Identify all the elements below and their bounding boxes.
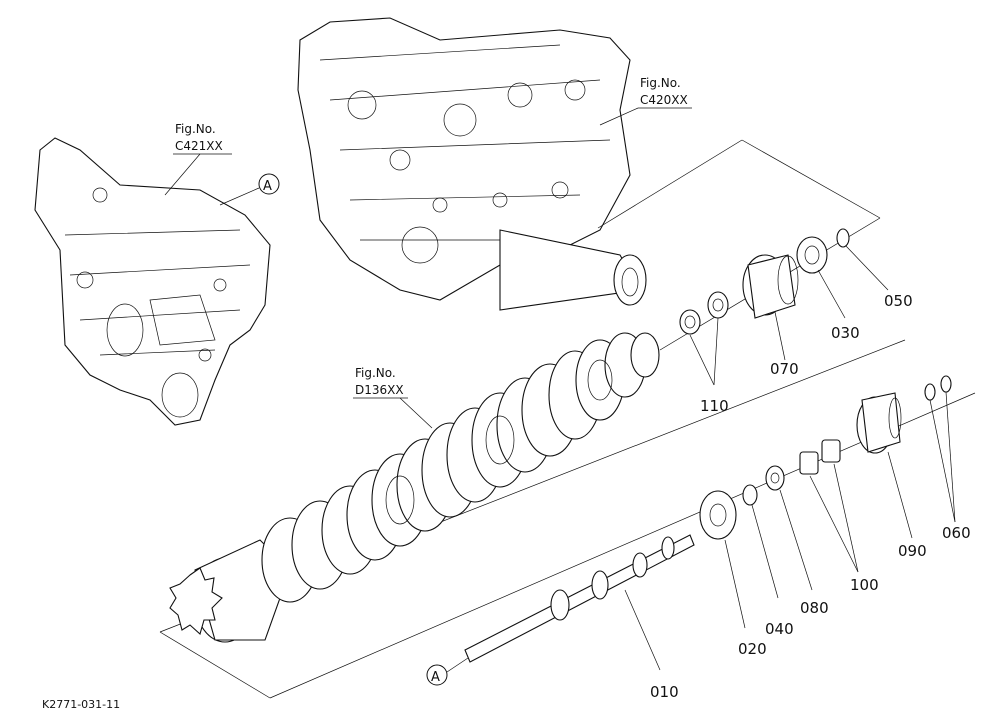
label-050: 050 xyxy=(884,292,913,310)
svg-text:A: A xyxy=(263,179,272,194)
svg-text:C421XX: C421XX xyxy=(175,139,223,153)
fig-ref-c421: Fig.No. C421XX xyxy=(164,122,232,196)
part-040-ring xyxy=(742,484,779,599)
label-020: 020 xyxy=(738,640,767,658)
svg-text:C420XX: C420XX xyxy=(640,93,688,107)
label-030: 030 xyxy=(831,324,860,342)
svg-text:Fig.No.: Fig.No. xyxy=(175,122,216,136)
part-100-needle-bearings xyxy=(799,439,859,573)
label-100: 100 xyxy=(850,576,879,594)
svg-text:D136XX: D136XX xyxy=(355,383,404,397)
svg-text:Fig.No.: Fig.No. xyxy=(355,366,396,380)
label-040: 040 xyxy=(765,620,794,638)
fig-ref-c420: Fig.No. C420XX xyxy=(599,76,692,126)
svg-text:A: A xyxy=(431,670,440,685)
callout-a-upper: A xyxy=(219,173,280,206)
label-060: 060 xyxy=(942,524,971,542)
label-010: 010 xyxy=(650,683,679,701)
label-070: 070 xyxy=(770,360,799,378)
label-080: 080 xyxy=(800,599,829,617)
clutch-pack-drawing xyxy=(169,332,660,643)
transmission-case-drawing xyxy=(297,17,647,311)
part-080-washer xyxy=(765,465,813,591)
part-110-bearings xyxy=(679,291,729,386)
assembly-outline-upper xyxy=(597,139,881,351)
callout-a-lower: A xyxy=(426,657,469,686)
part-050-ring xyxy=(836,228,889,291)
part-010-shaft xyxy=(464,534,695,671)
part-070-gear xyxy=(742,254,799,361)
rear-housing-drawing xyxy=(34,137,271,426)
fig-ref-d136: Fig.No. D136XX xyxy=(353,366,433,429)
label-110: 110 xyxy=(700,397,729,415)
part-060-rings xyxy=(924,375,956,523)
drawing-id: K2771-031-11 xyxy=(42,698,120,711)
label-090: 090 xyxy=(898,542,927,560)
part-020-bearing xyxy=(699,490,746,629)
part-030-bearing xyxy=(796,236,846,319)
svg-text:Fig.No.: Fig.No. xyxy=(640,76,681,90)
part-090-gear xyxy=(856,392,913,539)
